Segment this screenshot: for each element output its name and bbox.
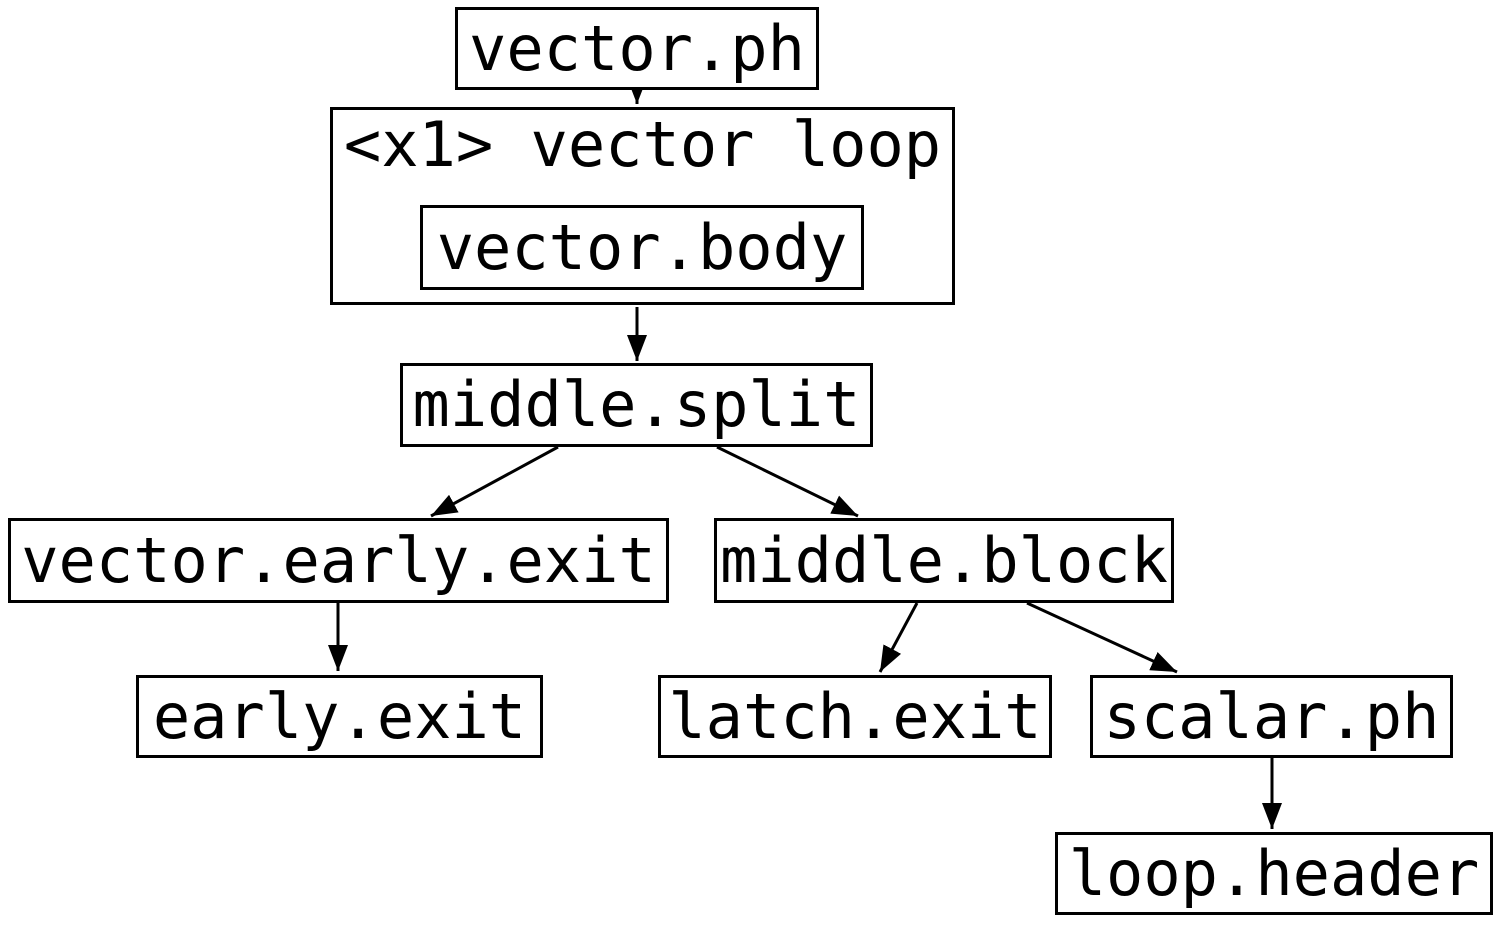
- node-latch-exit: latch.exit: [658, 675, 1052, 758]
- edge-middle_block-to-scalar_ph: [1026, 601, 1178, 674]
- node-vector-ph: vector.ph: [455, 7, 819, 90]
- node-middle-block: middle.block: [714, 518, 1174, 603]
- node-vector-body: vector.body: [420, 205, 864, 290]
- node-middle-split: middle.split: [400, 363, 873, 447]
- edge-middle_split-to-vector_early_exit: [430, 445, 559, 518]
- node-early-exit: early.exit: [136, 675, 543, 758]
- edge-middle_split-to-middle_block: [716, 445, 859, 518]
- cluster-label-vector-loop: <x1> vector loop: [343, 108, 942, 181]
- node-scalar-ph: scalar.ph: [1090, 675, 1453, 758]
- node-vector-early-exit: vector.early.exit: [8, 518, 669, 603]
- edge-middle_block-to-latch_exit: [878, 602, 919, 673]
- node-loop-header: loop.header: [1055, 832, 1493, 915]
